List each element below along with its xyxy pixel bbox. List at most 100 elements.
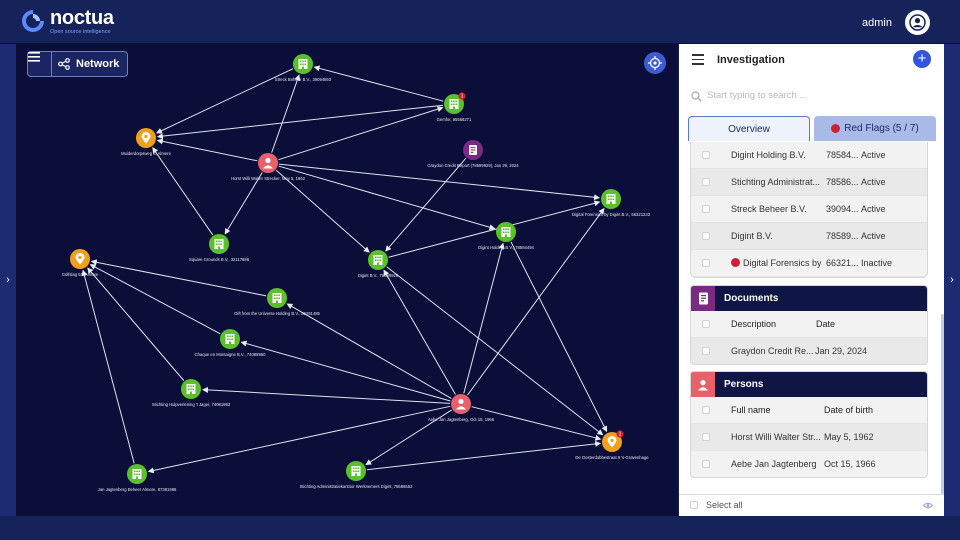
graph-edge[interactable] xyxy=(240,340,451,402)
select-all-control[interactable]: Select all xyxy=(690,500,743,510)
tab-overview-label: Overview xyxy=(728,123,770,135)
table-row[interactable]: Horst Willi Walter Str... May 5, 1962 xyxy=(691,424,927,451)
company-node-icon xyxy=(449,99,459,109)
app-logo[interactable]: noctua Open source intelligence xyxy=(20,8,114,36)
graph-edge[interactable] xyxy=(278,163,601,201)
company-node-icon xyxy=(214,239,224,249)
graph-edge[interactable] xyxy=(463,242,505,394)
graph-node[interactable]: Stichting Hulpverlening 't Jager, 740819… xyxy=(152,379,231,407)
graph-node[interactable]: Square Grounds B.V., 32117886 xyxy=(189,234,250,262)
search-input[interactable]: Start typing to search ... xyxy=(689,87,929,107)
graph-edge[interactable] xyxy=(510,241,608,433)
organization-status: Active xyxy=(861,204,886,214)
graph-edge[interactable] xyxy=(386,266,604,436)
graph-node[interactable]: Gift from the Universe Holding B.V., 862… xyxy=(234,288,321,316)
graph-edge[interactable] xyxy=(201,386,451,404)
graph-edge[interactable] xyxy=(156,104,444,140)
graph-edge[interactable] xyxy=(471,406,602,441)
graph-edge[interactable] xyxy=(90,259,267,297)
graph-node[interactable]: Digital Forensics by Digint B.V., 663212… xyxy=(572,189,651,217)
persons-header[interactable]: Persons xyxy=(691,372,927,397)
graph-node[interactable]: Muiderdorpsweg 6, Almere xyxy=(121,128,172,156)
row-checkbox[interactable] xyxy=(702,460,710,468)
row-checkbox[interactable] xyxy=(702,433,710,441)
graph-edge[interactable] xyxy=(89,264,221,335)
graph-menu-button[interactable] xyxy=(28,52,52,76)
table-row[interactable]: Stichting Administrat...78586...Active xyxy=(691,169,927,196)
table-row[interactable]: Streck Beheer B.V.39094...Active xyxy=(691,196,927,223)
graph-node[interactable]: Digint B.V., 78589929 xyxy=(358,250,399,278)
graph-edge[interactable] xyxy=(385,157,467,252)
right-collapse-strip[interactable]: › xyxy=(944,44,960,516)
documents-header[interactable]: Documents xyxy=(691,286,927,311)
table-row[interactable]: Aebe Jan Jagtenberg Oct 15, 1966 xyxy=(691,451,927,477)
graph-edge[interactable] xyxy=(286,303,452,399)
graph-edge[interactable] xyxy=(271,74,301,153)
graph-node[interactable]: Chaque en Montaigne B.V., 74088950 xyxy=(195,329,267,357)
documents-select-all-checkbox[interactable] xyxy=(702,320,710,328)
graph-edge[interactable] xyxy=(467,207,605,396)
graph-edge[interactable] xyxy=(155,68,294,134)
table-row[interactable]: Digint B.V.78589...Active xyxy=(691,223,927,250)
column-description[interactable]: Description xyxy=(731,319,777,329)
tab-red-flags[interactable]: Red Flags (5 / 7) xyxy=(814,116,936,141)
column-full-name[interactable]: Full name xyxy=(731,405,771,415)
add-button[interactable]: + xyxy=(913,50,931,68)
graph-node[interactable]: Golfslag 51, Almere xyxy=(62,249,99,277)
logo-name: noctua xyxy=(50,7,114,29)
select-all-checkbox[interactable] xyxy=(690,501,698,509)
node-flag-badge xyxy=(616,430,624,438)
company-node-icon xyxy=(298,59,308,69)
tab-overview[interactable]: Overview xyxy=(688,116,810,141)
graph-edge[interactable] xyxy=(383,269,456,395)
graph-edge[interactable] xyxy=(278,106,444,161)
graph-node[interactable]: Aebe Jan Jagtenberg, Oct 15, 1966 xyxy=(428,394,495,422)
graph-edge[interactable] xyxy=(278,165,496,231)
bottom-bar xyxy=(0,516,960,540)
left-collapse-strip[interactable]: › xyxy=(0,44,16,516)
row-checkbox[interactable] xyxy=(702,178,710,186)
node-label: Stichting Administratiekantoor Werknemer… xyxy=(300,484,413,489)
persons-select-all-checkbox[interactable] xyxy=(702,406,710,414)
row-checkbox[interactable] xyxy=(702,151,710,159)
graph-node[interactable]: Stichting Administratiekantoor Werknemer… xyxy=(300,461,413,489)
organization-name-text: Digint Holding B.V. xyxy=(731,150,806,160)
graph-edge[interactable] xyxy=(152,147,214,236)
graph-edge[interactable] xyxy=(147,405,451,474)
graph-edge[interactable] xyxy=(156,138,258,162)
graph-edge[interactable] xyxy=(388,200,601,258)
graph-edge[interactable] xyxy=(313,65,444,102)
table-row[interactable]: Digital Forensics by ...66321...Inactive xyxy=(691,250,927,277)
network-button[interactable]: Network xyxy=(52,52,127,76)
eye-icon[interactable] xyxy=(922,501,934,511)
panel-scrollbar[interactable] xyxy=(941,314,944,494)
graph-node[interactable]: Horst Willi Walter Strecker, May 5, 1962 xyxy=(231,153,306,181)
graph-edge[interactable] xyxy=(224,172,263,235)
center-graph-button[interactable] xyxy=(644,52,666,74)
row-checkbox[interactable] xyxy=(702,347,710,355)
row-checkbox[interactable] xyxy=(702,259,710,267)
user-name[interactable]: admin xyxy=(862,17,892,29)
table-row[interactable]: Graydon Credit Re... Jan 29, 2024 xyxy=(691,338,927,364)
graph-node[interactable]: Digint Holding B.V., 78584494 xyxy=(478,222,535,250)
panel-menu-icon[interactable] xyxy=(692,54,704,68)
column-date[interactable]: Date xyxy=(816,319,836,329)
graph-node[interactable]: Jan Jagtenberg Beheer Almere, 87381986 xyxy=(98,464,177,492)
person-node-icon xyxy=(263,157,273,169)
graph-edge[interactable] xyxy=(87,267,185,381)
graph-node[interactable]: Streck Beheer B.V., 39094693 xyxy=(275,54,332,82)
graph-edge[interactable] xyxy=(275,169,370,253)
row-checkbox[interactable] xyxy=(702,205,710,213)
user-avatar-icon[interactable] xyxy=(905,10,930,35)
graph-edge[interactable] xyxy=(81,269,135,464)
table-row[interactable]: Digint Holding B.V.78584...Active xyxy=(691,142,927,169)
row-checkbox[interactable] xyxy=(702,232,710,240)
graph-edge[interactable] xyxy=(366,440,602,471)
graph-edge[interactable] xyxy=(365,409,452,466)
graph-node[interactable]: Graydon Credit Report (78589929), Jan 29… xyxy=(427,140,519,168)
column-date-of-birth[interactable]: Date of birth xyxy=(824,405,874,415)
graph-node[interactable]: 1De Oosterdobbestraat 8 's-Gravenhage xyxy=(575,430,649,460)
